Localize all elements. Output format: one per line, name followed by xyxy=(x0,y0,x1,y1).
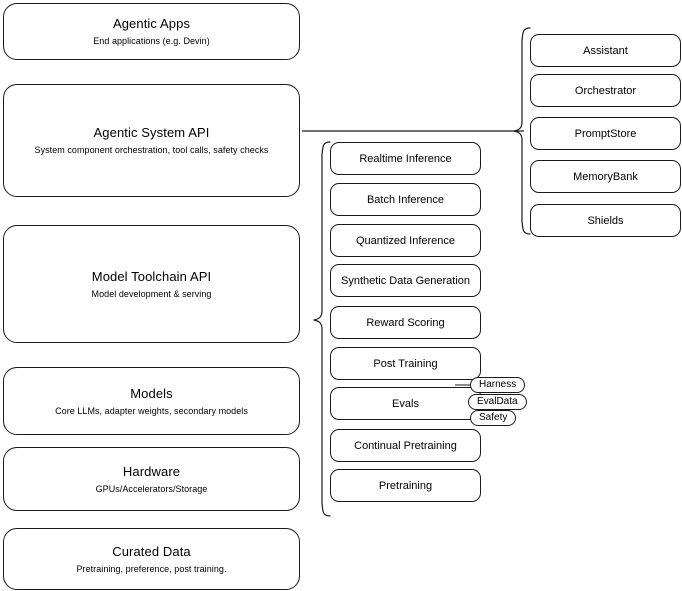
brace-middle-capabilities xyxy=(313,141,331,517)
component-label: Orchestrator xyxy=(574,84,637,97)
layer-subtitle: Core LLMs, adapter weights, secondary mo… xyxy=(55,405,248,416)
component-label: Shields xyxy=(587,214,624,227)
component-box-shields[interactable]: Shields xyxy=(530,204,681,237)
capability-label: Reward Scoring xyxy=(366,316,445,329)
layer-title: Curated Data xyxy=(112,543,191,559)
component-box-promptstore[interactable]: PromptStore xyxy=(530,117,681,150)
capability-box-evals[interactable]: Evals xyxy=(330,387,481,420)
component-label: Assistant xyxy=(583,44,628,57)
layer-box-model-toolchain-api[interactable]: Model Toolchain API Model development & … xyxy=(3,225,300,343)
capability-label: Post Training xyxy=(373,357,438,370)
layer-box-agentic-system-api[interactable]: Agentic System API System component orch… xyxy=(3,84,300,197)
capability-label: Batch Inference xyxy=(366,193,445,206)
capability-label: Evals xyxy=(392,397,419,410)
capability-label: Continual Pretraining xyxy=(354,439,457,452)
pill-safety[interactable]: Safety xyxy=(470,410,517,426)
capability-box-batch-inference[interactable]: Batch Inference xyxy=(330,183,481,216)
pill-label: EvalData xyxy=(477,396,518,407)
component-box-assistant[interactable]: Assistant xyxy=(530,34,681,67)
layer-subtitle: GPUs/Accelerators/Storage xyxy=(95,483,208,494)
layer-title: Models xyxy=(130,385,173,401)
capability-box-realtime-inference[interactable]: Realtime Inference xyxy=(330,142,481,175)
capability-label: Quantized Inference xyxy=(355,234,456,247)
component-box-orchestrator[interactable]: Orchestrator xyxy=(530,74,681,107)
layer-subtitle: End applications (e.g. Devin) xyxy=(93,36,210,46)
layer-title: Model Toolchain API xyxy=(91,268,212,284)
component-box-memorybank[interactable]: MemoryBank xyxy=(530,160,681,193)
layer-box-curated-data[interactable]: Curated Data Pretraining, preference, po… xyxy=(3,528,300,590)
component-label: PromptStore xyxy=(574,127,637,140)
layer-title: Agentic Apps xyxy=(112,16,191,31)
brace-right-components xyxy=(513,27,531,235)
component-label: MemoryBank xyxy=(573,170,638,183)
pill-harness[interactable]: Harness xyxy=(470,377,526,393)
layer-title: Hardware xyxy=(122,463,181,479)
pill-label: Safety xyxy=(479,412,508,423)
layer-box-models[interactable]: Models Core LLMs, adapter weights, secon… xyxy=(3,367,300,435)
capability-label: Pretraining xyxy=(378,479,433,492)
capability-box-synthetic-data-generation[interactable]: Synthetic Data Generation xyxy=(330,264,481,297)
layer-subtitle: System component orchestration, tool cal… xyxy=(34,145,269,155)
layer-subtitle: Model development & serving xyxy=(91,288,212,299)
capability-box-quantized-inference[interactable]: Quantized Inference xyxy=(330,224,481,257)
pill-evaldata[interactable]: EvalData xyxy=(468,394,527,410)
layer-box-hardware[interactable]: Hardware GPUs/Accelerators/Storage xyxy=(3,447,300,511)
layer-title: Agentic System API xyxy=(93,125,210,140)
capability-box-reward-scoring[interactable]: Reward Scoring xyxy=(330,306,481,339)
layer-subtitle: Pretraining, preference, post training. xyxy=(76,563,227,574)
capability-label: Synthetic Data Generation xyxy=(340,274,471,287)
capability-box-pretraining[interactable]: Pretraining xyxy=(330,469,481,502)
capability-label: Realtime Inference xyxy=(359,152,452,165)
layer-box-agentic-apps[interactable]: Agentic Apps End applications (e.g. Devi… xyxy=(3,3,300,60)
capability-box-continual-pretraining[interactable]: Continual Pretraining xyxy=(330,429,481,462)
pill-label: Harness xyxy=(479,379,517,390)
capability-box-post-training[interactable]: Post Training xyxy=(330,347,481,380)
